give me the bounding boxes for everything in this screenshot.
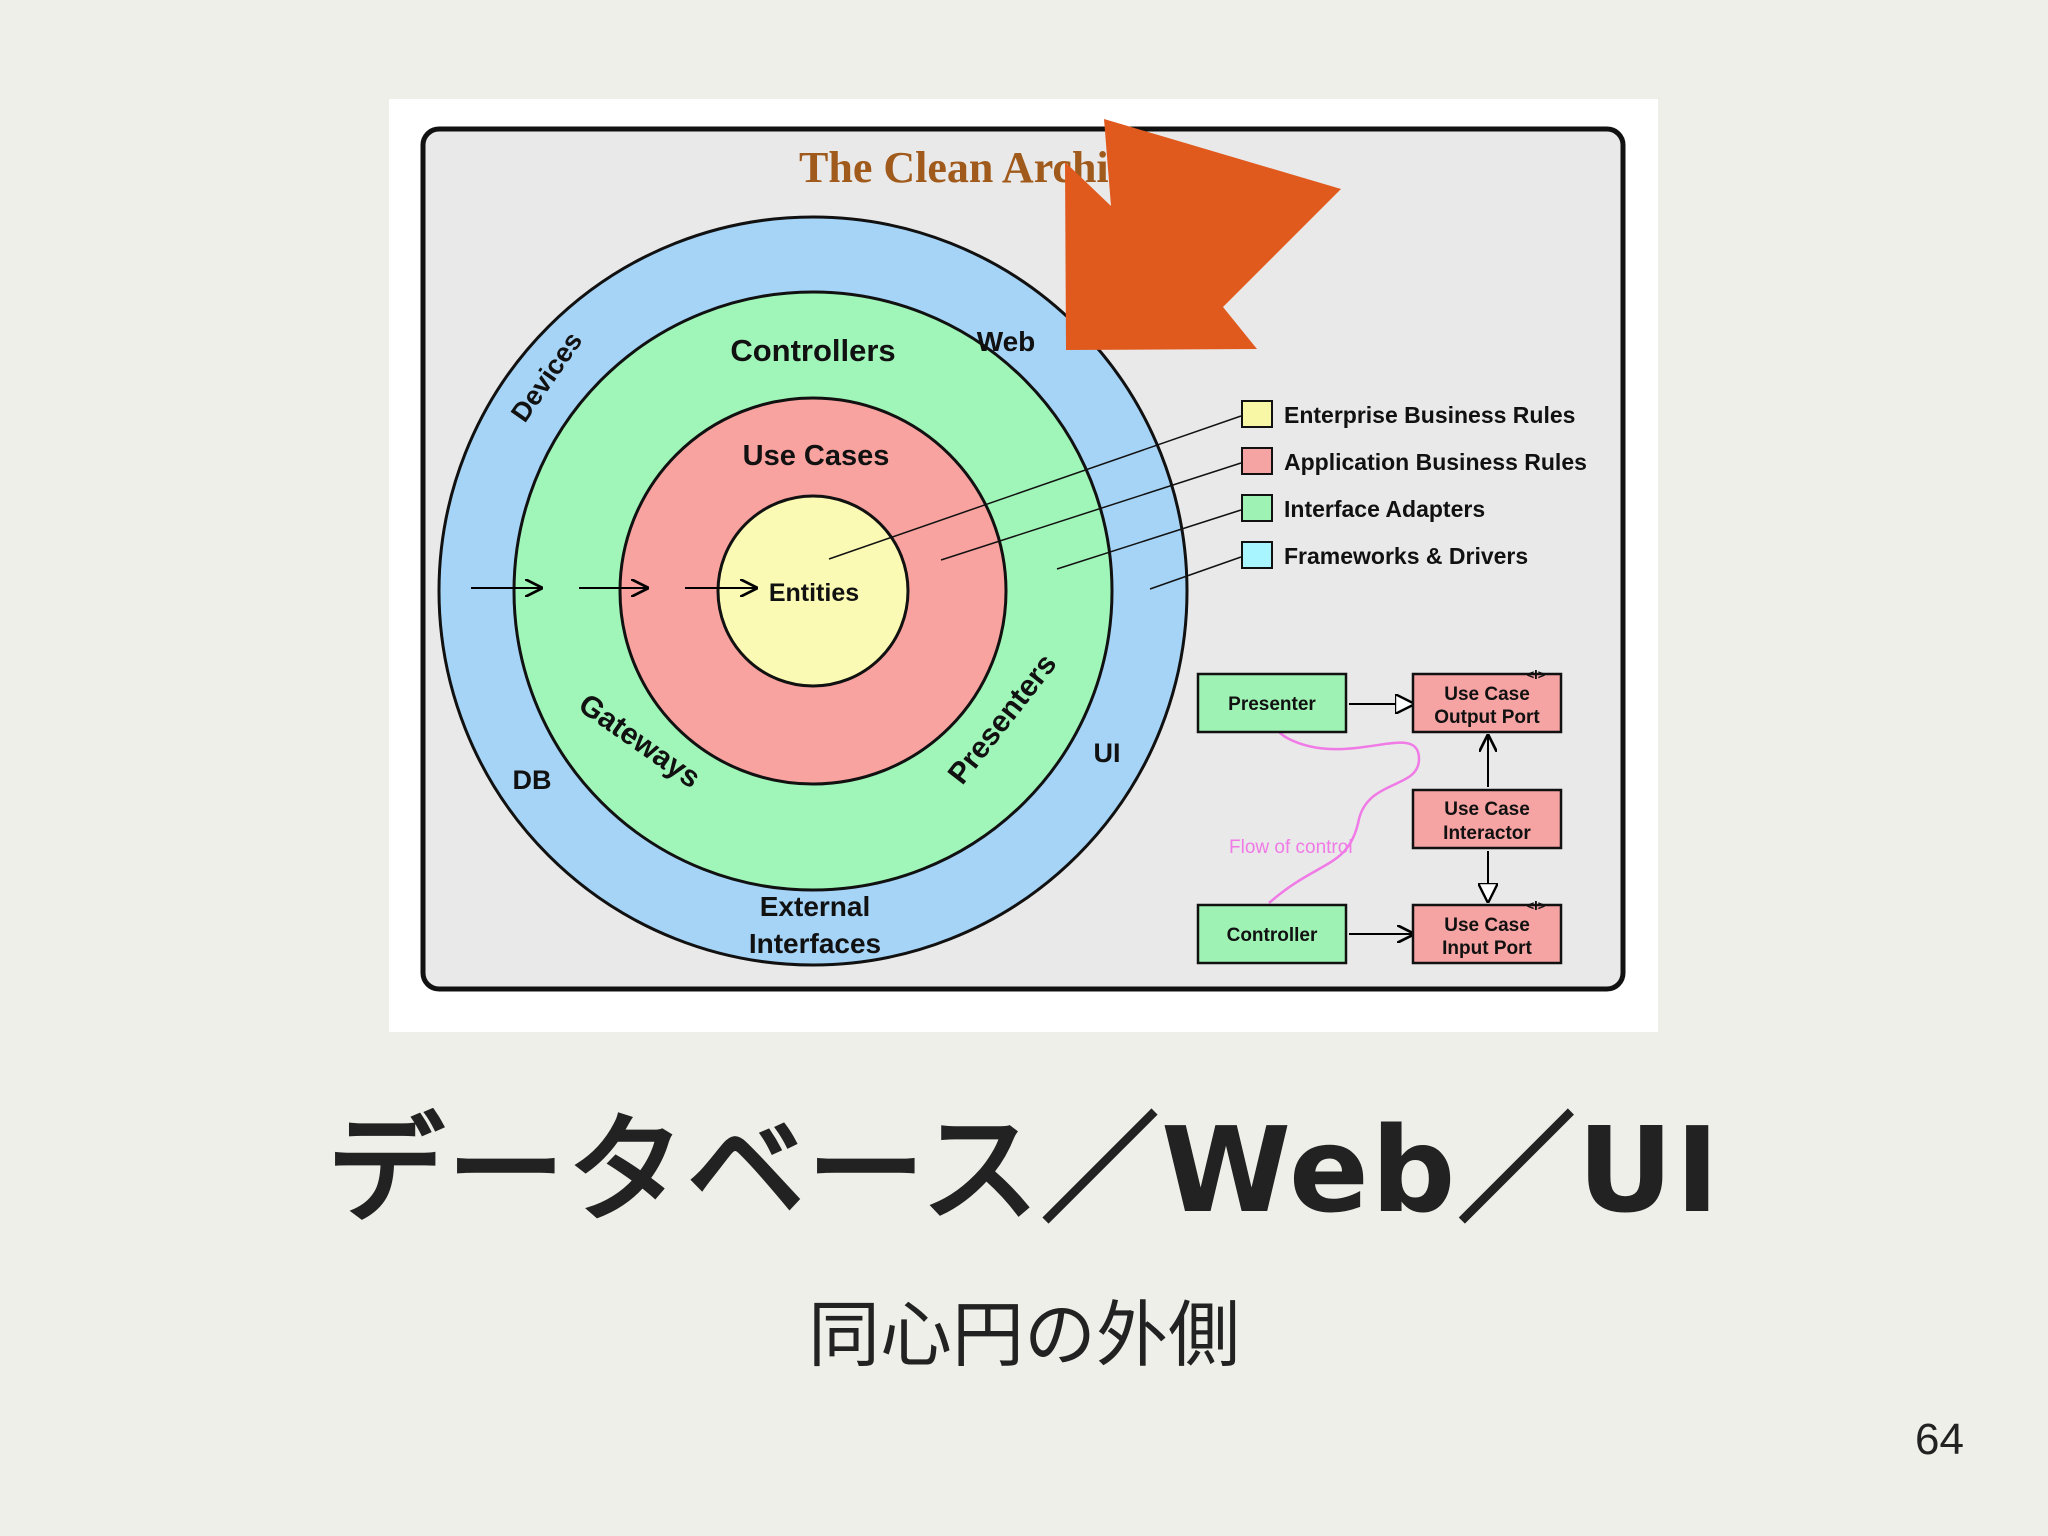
legend-leader <box>828 415 1242 560</box>
input-port-label-line2: Input Port <box>1442 938 1532 959</box>
ring-enterprise-business-rules <box>716 494 910 688</box>
slide-title: データベース／Web／UI <box>326 1101 1722 1239</box>
legend-leader <box>940 462 1242 561</box>
label-web: Web <box>977 326 1036 357</box>
input-port-marker: <I> <box>1527 898 1546 913</box>
legend-swatch-interface-adapters <box>1241 494 1273 522</box>
flow-of-control-label: Flow of control <box>1229 837 1353 858</box>
clean-architecture-figure: The Clean Architecture Controllers Use C… <box>389 99 1658 1032</box>
output-port-box <box>1411 672 1563 734</box>
interactor-label-line2: Interactor <box>1443 823 1531 844</box>
slide-subtitle: 同心円の外側 <box>807 1293 1240 1377</box>
legend-label-enterprise: Enterprise Business Rules <box>1284 402 1575 428</box>
input-port-label-line1: Use Case <box>1444 915 1530 936</box>
legend-label-frameworks: Frameworks & Drivers <box>1284 543 1528 569</box>
interactor-box <box>1411 788 1563 850</box>
flow-of-control-curve <box>1261 679 1421 904</box>
input-port-box <box>1411 903 1563 965</box>
legend-swatch-application <box>1241 447 1273 475</box>
legend-leader <box>1149 556 1242 590</box>
controller-box <box>1196 903 1348 965</box>
label-entities: Entities <box>769 579 859 607</box>
label-interfaces: Interfaces <box>749 928 881 959</box>
legend-swatch-frameworks <box>1241 541 1273 569</box>
interactor-label-line1: Use Case <box>1444 799 1530 820</box>
output-port-marker: <I> <box>1527 667 1546 682</box>
controller-box-label: Controller <box>1227 925 1318 946</box>
presenter-box <box>1196 672 1348 734</box>
label-use-cases: Use Cases <box>743 440 890 472</box>
legend-label-interface-adapters: Interface Adapters <box>1284 496 1485 522</box>
label-controllers: Controllers <box>730 333 895 368</box>
clean-architecture-diagram: The Clean Architecture Controllers Use C… <box>420 119 1626 992</box>
label-external: External <box>760 891 871 922</box>
legend-label-application: Application Business Rules <box>1284 449 1587 475</box>
presenter-box-label: Presenter <box>1228 694 1316 715</box>
output-port-label-line1: Use Case <box>1444 684 1530 705</box>
legend-leader <box>1056 509 1242 570</box>
orange-pointer-arrow-icon <box>1065 119 1341 350</box>
legend-swatch-enterprise <box>1241 400 1273 428</box>
label-ui: UI <box>1094 738 1121 768</box>
output-port-label-line2: Output Port <box>1434 707 1540 728</box>
page-number: 64 <box>1915 1415 1964 1464</box>
label-db: DB <box>513 765 552 795</box>
